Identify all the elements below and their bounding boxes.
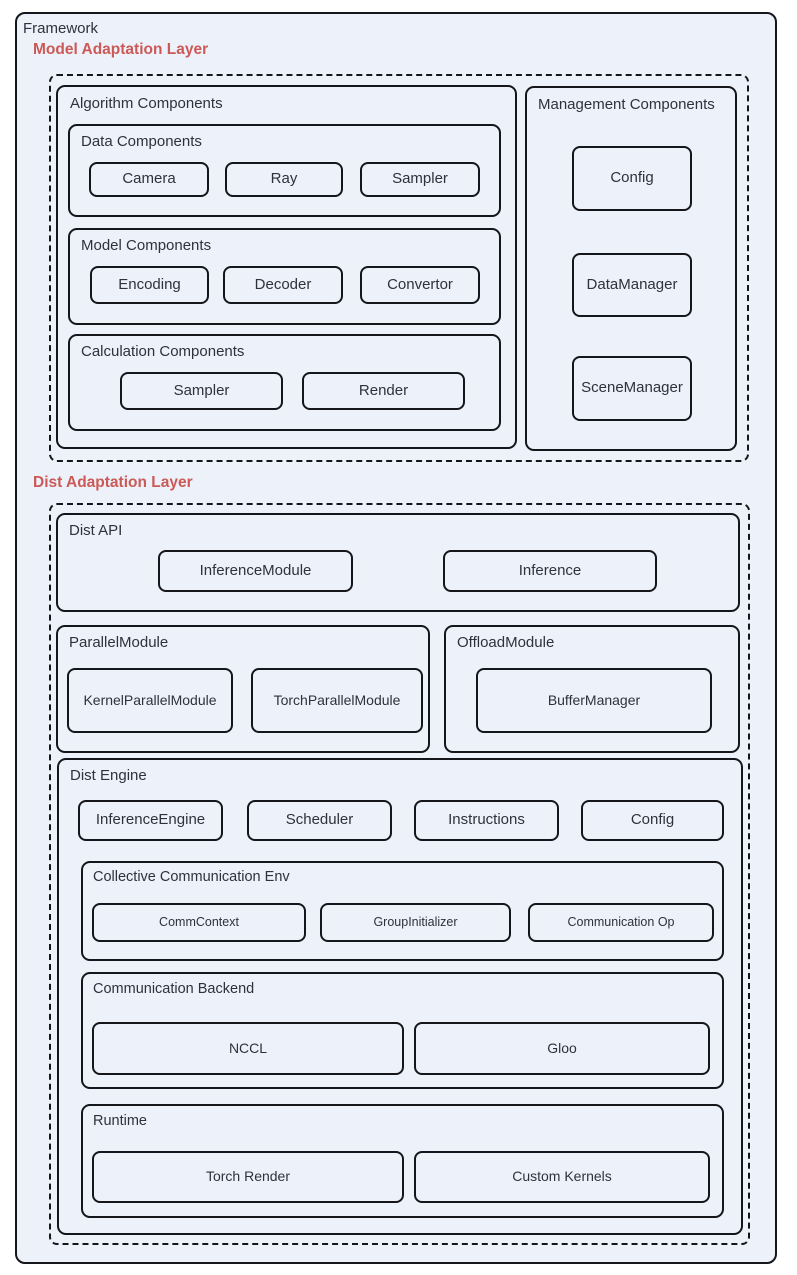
model-components-title: Model Components [81, 237, 212, 254]
algorithm-components-box: Algorithm Components Data Components Cam… [56, 85, 517, 449]
node-nccl: NCCL [92, 1022, 404, 1075]
offload-module-title: OffloadModule [457, 634, 555, 651]
node-kernelparallelmodule: KernelParallelModule [67, 668, 233, 733]
model-adaptation-layer-label: Model Adaptation Layer [33, 41, 209, 58]
parallel-module-box: ParallelModule KernelParallelModule Torc… [56, 625, 430, 753]
node-datamanager: DataManager [572, 253, 692, 317]
node-inferencemodule: InferenceModule [158, 550, 353, 592]
node-sampler-data: Sampler [360, 162, 480, 197]
node-decoder: Decoder [223, 266, 343, 304]
dist-api-box: Dist API InferenceModule Inference [56, 513, 740, 612]
node-groupinitializer: GroupInitializer [320, 903, 511, 942]
node-camera: Camera [89, 162, 209, 197]
node-buffermanager: BufferManager [476, 668, 712, 733]
framework-box: Framework Model Adaptation Layer Algorit… [15, 12, 777, 1264]
node-gloo: Gloo [414, 1022, 710, 1075]
parallel-module-title: ParallelModule [69, 634, 169, 651]
node-render: Render [302, 372, 465, 410]
calculation-components-box: Calculation Components Sampler Render [68, 334, 501, 431]
dist-api-title: Dist API [69, 522, 123, 539]
data-components-box: Data Components Camera Ray Sampler [68, 124, 501, 217]
node-sampler-calc: Sampler [120, 372, 283, 410]
node-torch-render: Torch Render [92, 1151, 404, 1203]
node-inferenceengine: InferenceEngine [78, 800, 223, 841]
data-components-title: Data Components [81, 133, 202, 150]
management-components-title: Management Components [538, 96, 715, 113]
calculation-components-title: Calculation Components [81, 343, 245, 360]
node-communication-op: Communication Op [528, 903, 714, 942]
node-inference: Inference [443, 550, 657, 592]
node-convertor: Convertor [360, 266, 480, 304]
runtime-title: Runtime [93, 1113, 147, 1129]
collective-communication-env-box: Collective Communication Env CommContext… [81, 861, 724, 961]
model-adaptation-layer-region: Algorithm Components Data Components Cam… [49, 74, 749, 462]
dist-engine-title: Dist Engine [70, 767, 147, 784]
node-instructions: Instructions [414, 800, 559, 841]
node-custom-kernels: Custom Kernels [414, 1151, 710, 1203]
management-components-box: Management Components Config DataManager… [525, 86, 737, 451]
node-torchparallelmodule: TorchParallelModule [251, 668, 423, 733]
dist-adaptation-layer-label: Dist Adaptation Layer [33, 474, 193, 491]
communication-backend-title: Communication Backend [93, 981, 255, 997]
collective-communication-env-title: Collective Communication Env [93, 869, 290, 885]
communication-backend-box: Communication Backend NCCL Gloo [81, 972, 724, 1089]
algorithm-components-title: Algorithm Components [70, 95, 223, 112]
node-config-engine: Config [581, 800, 724, 841]
node-scenemanager: SceneManager [572, 356, 692, 421]
node-scheduler: Scheduler [247, 800, 392, 841]
offload-module-box: OffloadModule BufferManager [444, 625, 740, 753]
node-ray: Ray [225, 162, 343, 197]
runtime-box: Runtime Torch Render Custom Kernels [81, 1104, 724, 1218]
dist-engine-box: Dist Engine InferenceEngine Scheduler In… [57, 758, 743, 1235]
dist-adaptation-layer-region: Dist API InferenceModule Inference Paral… [49, 503, 750, 1245]
node-config-management: Config [572, 146, 692, 211]
node-encoding: Encoding [90, 266, 209, 304]
model-components-box: Model Components Encoding Decoder Conver… [68, 228, 501, 325]
framework-label: Framework [23, 20, 99, 37]
node-commcontext: CommContext [92, 903, 306, 942]
